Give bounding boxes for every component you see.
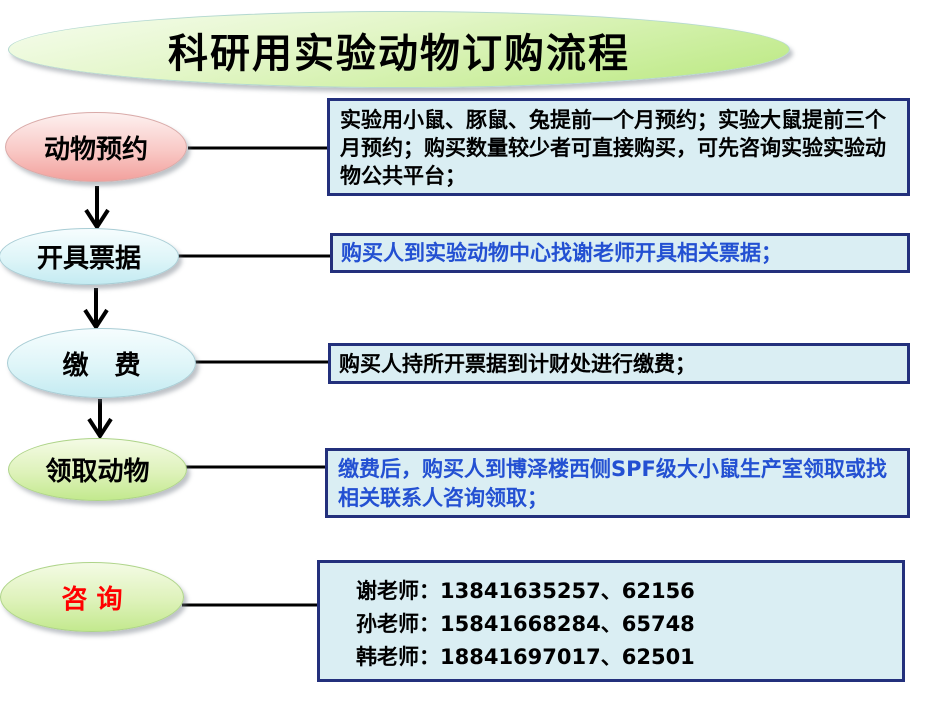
desc-box-animal-reservation: 实验用小鼠、豚鼠、兔提前一个月预约；实验大鼠提前三个月预约；购买数量较少者可直接… [327, 98, 910, 196]
down-arrow-1 [84, 186, 110, 231]
title-ellipse: 科研用实验动物订购流程 [8, 11, 790, 88]
step-label: 领取动物 [45, 457, 150, 487]
desc-box-payment: 购买人持所开票据到计财处进行缴费； [328, 343, 910, 384]
down-arrow-2 [83, 288, 109, 331]
down-arrow-3 [87, 399, 113, 440]
contact-line-han: 韩老师：18841697017、62501 [356, 645, 695, 669]
step-ellipse-collect-animals: 领取动物 [8, 438, 187, 501]
step-label: 开具票据 [36, 244, 141, 274]
step-ellipse-consultation: 咨 询 [0, 562, 184, 632]
page-title: 科研用实验动物订购流程 [168, 29, 630, 77]
step-ellipse-animal-reservation: 动物预约 [5, 112, 187, 182]
desc-box-issue-invoice: 购买人到实验动物中心找谢老师开具相关票据； [330, 233, 910, 273]
contact-line-xie: 谢老师：13841635257、62156 [356, 579, 695, 603]
desc-box-collect-animals: 缴费后，购买人到博泽楼西侧SPF级大小鼠生产室领取或找相关联系人咨询领取； [325, 448, 910, 518]
desc-text: 缴费后，购买人到博泽楼西侧SPF级大小鼠生产室领取或找相关联系人咨询领取； [338, 457, 887, 510]
desc-text: 实验用小鼠、豚鼠、兔提前一个月预约；实验大鼠提前三个月预约；购买数量较少者可直接… [340, 108, 886, 188]
desc-text: 购买人到实验动物中心找谢老师开具相关票据； [341, 241, 782, 265]
desc-text: 购买人持所开票据到计财处进行缴费； [339, 352, 696, 376]
step-label: 缴 费 [62, 350, 141, 381]
step-label: 动物预约 [43, 134, 148, 165]
step-ellipse-payment: 缴 费 [7, 328, 196, 398]
step-ellipse-issue-invoice: 开具票据 [0, 228, 179, 285]
contact-box-consultation: 谢老师：13841635257、62156 孙老师：15841668284、65… [317, 560, 905, 682]
contact-line-sun: 孙老师：15841668284、65748 [356, 612, 695, 636]
step-label: 咨 询 [61, 584, 123, 615]
